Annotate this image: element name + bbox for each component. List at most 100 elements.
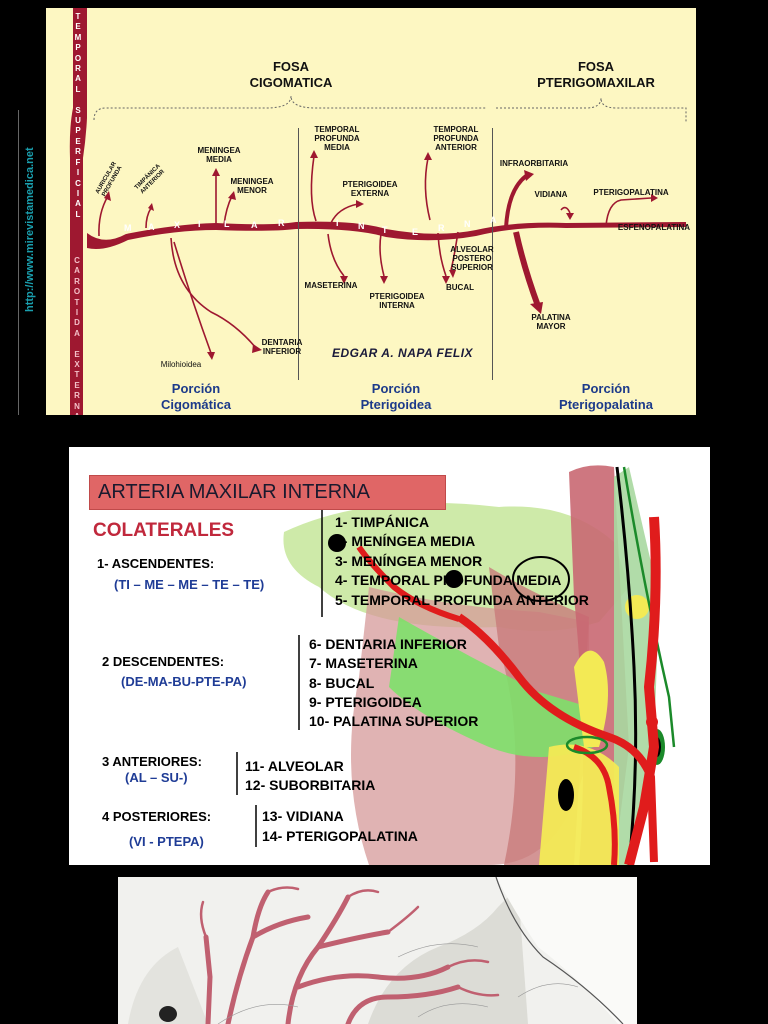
trunk-letter: A [75,74,81,84]
temporal-profunda-media-label: TEMPORAL PROFUNDA MEDIA [314,125,360,152]
trunk-letter: A [74,328,80,338]
artery-letter: I [198,219,201,229]
palatina-mayor-label: PALATINA MAYOR [531,313,571,331]
anatomical-drawing [118,877,637,1024]
group-2-heading: 2 DESCENDENTES: [102,654,225,669]
trunk-letter [72,95,84,105]
trunk-letter: X [74,360,80,370]
diagram-title: ARTERIA MAXILAR INTERNA [98,481,370,503]
item-12: 12- SUBORBITARIA [245,777,376,793]
trunk-letter: D [74,318,80,328]
infraorbitaria-label: INFRAORBITARIA [499,159,569,168]
artery-letter: L [224,219,230,229]
item-2: 2- MENÍNGEA MEDIA [335,533,476,549]
bucal-label: BUCAL [446,283,474,292]
trunk-letter: N [74,401,80,411]
trunk-letter: E [75,22,81,32]
trunk-letter: F [75,157,81,167]
trunk-letter: L [75,209,81,219]
item-7: 7- MASETERINA [309,655,418,671]
title-box: ARTERIA MAXILAR INTERNA [89,475,446,510]
fossa-zigomatica-heading: FOSA CIGOMATICA [249,59,333,90]
portion-cigomatica: Porción Cigomática [160,381,232,412]
artery-letter: N [358,221,365,231]
temporal-profunda-anterior-label: TEMPORAL PROFUNDA ANTERIOR [433,125,479,152]
item-10: 10- PALATINA SUPERIOR [309,713,479,729]
item-8: 8- BUCAL [309,675,375,691]
anatomy-illustration [236,465,676,865]
pterigoidea-externa-label: PTERIGOIDEA EXTERNA [342,180,398,198]
maseterina-label: MASETERINA [304,281,358,290]
pterigopalatina-label: PTERIGOPALATINA [593,188,669,197]
item-6: 6- DENTARIA INFERIOR [309,636,467,652]
group-2-mnemonic: (DE-MA-BU-PTE-PA) [121,674,247,689]
trunk-letter: S [75,105,81,115]
meningea-media-label: MENINGEA MEDIA [197,146,241,164]
trunk-letter: T [75,12,81,21]
portion-pterigopalatina: Porción Pterigopalatina [559,381,653,412]
milohioidea-label: Milohioidea [160,360,202,369]
side-url-rule [18,110,19,415]
item-9: 9- PTERIGOIDEA [309,694,422,710]
anatomical-drawing-artwork [128,877,637,1024]
item-13: 13- VIDIANA [262,808,344,824]
vidiana-label: VIDIANA [534,190,568,199]
artery-letter: A [148,222,155,232]
artery-letter: N [464,219,471,229]
artery-letter: R [438,223,445,233]
trunk-letter: P [75,126,81,136]
artery-letter: A [490,215,497,225]
trunk-letter: T [74,370,80,380]
trunk-letter: E [75,136,81,146]
trunk-letter: A [75,199,81,209]
item-4: 4- TEMPORAL PROFUNDA MEDIA [335,572,562,588]
artery-letter: E [412,227,419,237]
fossa-pterigomaxilar-heading: FOSA PTERIGOMAXILAR [537,59,655,90]
trunk-letter: R [75,147,81,157]
alveolar-postero-superior-label: ALVEOLAR POSTERO SUPERIOR [450,245,494,272]
trunk-letter: M [74,32,82,42]
colaterales-heading: COLATERALES [93,520,235,541]
trunk-letter: E [74,380,80,390]
dentaria-inferior-label: DENTARIA INFERIOR [261,338,303,356]
side-url-text[interactable]: http://www.mirevistamedica.net [24,147,36,312]
artery-letter: A [251,220,258,230]
item-1: 1- TIMPÁNICA [335,514,430,530]
schematic-artwork [69,8,687,415]
group-1-heading: 1- ASCENDENTES: [97,556,215,571]
artery-letter: I [336,218,339,228]
collateral-branches-panel: ARTERIA MAXILAR INTERNA COLATERALES 1- A… [69,447,710,865]
trunk-letter: C [74,256,80,265]
artery-letter: T [382,225,388,235]
trunk-letter: C [75,178,81,188]
trunk-letter: I [75,308,79,318]
divider-1 [298,128,299,380]
side-url-wrapper: http://www.mirevistamedica.net [24,147,36,324]
trunk-letter: R [74,391,80,401]
group-1-mnemonic: (TI – ME – ME – TE – TE) [114,577,265,592]
esfenopalatina-label: ESFENOPALATINA [617,223,691,232]
author-credit: EDGAR A. NAPA FELIX [332,346,474,360]
meningea-menor-label: MENINGEA MENOR [230,177,274,195]
group-4-heading: 4 POSTERIORES: [102,809,212,824]
item-11: 11- ALVEOLAR [245,758,344,774]
artery-letter: R [278,218,285,228]
trunk-letter: O [74,53,82,63]
trunk-letter: I [76,188,80,198]
trunk-letter: L [75,84,81,94]
group-3-heading: 3 ANTERIORES: [102,754,202,769]
trunk-letter: I [76,168,80,178]
trunk-letter: R [75,64,81,74]
portion-pterigoidea: Porción Pterigoidea [360,381,432,412]
pterigoidea-interna-label: PTERIGOIDEA INTERNA [369,292,425,310]
item-3: 3- MENÍNGEA MENOR [335,553,483,569]
divider-2 [492,128,493,380]
trunk-letter: E [74,349,80,359]
group-3-mnemonic: (AL – SU-) [125,770,188,785]
artery-letter: X [174,220,181,230]
trunk-letter [71,339,83,349]
item-5: 5- TEMPORAL PROFUNDA ANTERIOR [335,592,589,608]
trunk-letter: A [71,412,83,415]
